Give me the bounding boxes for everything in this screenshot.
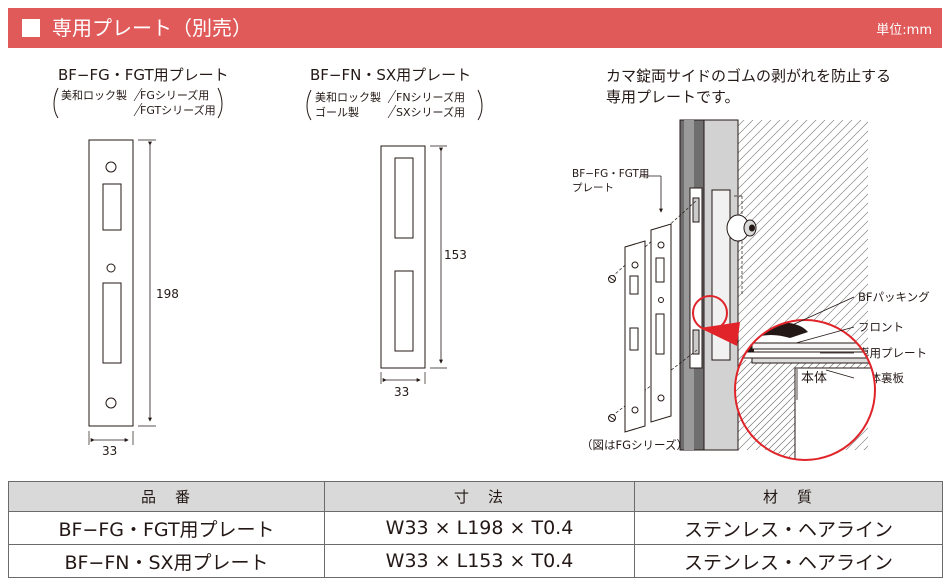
plate-label-line-1: BF−FG・FGT用 <box>572 168 650 180</box>
product-2-series-2: SXシリーズ用 <box>396 106 465 119</box>
product-1-plate-drawing <box>88 139 156 445</box>
callout-bf-packing: BFパッキング <box>858 290 930 304</box>
product-2-spec-brackets <box>306 89 483 121</box>
header-part-number: 品 番 <box>8 481 325 512</box>
header-dimensions: 寸 法 <box>324 481 635 512</box>
product-1-height-label: 198 <box>156 287 179 301</box>
section-header: 専用プレート（別売） 単位:mm <box>8 8 942 48</box>
plate-label-line-2: プレート <box>572 182 614 194</box>
product-2-series-1: FNシリーズ用 <box>396 91 466 104</box>
product-2-width-label: 33 <box>394 385 410 399</box>
product-2-height-label: 153 <box>444 248 467 262</box>
table-row: BF−FN・SX用プレート W33 × L153 × T0.4 ステンレス・ヘア… <box>8 544 943 578</box>
latch-knob-icon <box>726 214 757 242</box>
product-2-material-2: ゴール製 <box>315 106 359 119</box>
technical-drawings <box>53 87 876 461</box>
plate-label-leader <box>640 175 663 213</box>
product-1-material: 美和ロック製 <box>61 89 127 102</box>
product-1-width-label: 33 <box>102 444 118 458</box>
detail-highlight <box>692 295 740 346</box>
product-2-material-1: 美和ロック製 <box>315 91 381 104</box>
product-2-plate-drawing <box>380 145 447 384</box>
callout-front: フロント <box>858 320 904 334</box>
spec-table: 品 番 寸 法 材 質 BF−FG・FGT用プレート W33 × L198 × … <box>8 481 943 578</box>
product-1-spec-brackets <box>53 87 223 119</box>
cell-part-number: BF−FN・SX用プレート <box>8 544 325 578</box>
table-header-row: 品 番 寸 法 材 質 <box>8 481 943 512</box>
description-line-2: 専用プレートです。 <box>606 88 740 106</box>
unit-label: 単位:mm <box>876 23 932 38</box>
screw-icons <box>608 275 616 422</box>
product-1-title: BF−FG・FGT用プレート <box>58 66 229 84</box>
cell-dimensions: W33 × L153 × T0.4 <box>324 544 635 578</box>
illustration-caption: （図はFGシリーズ） <box>581 438 688 452</box>
cell-part-number: BF−FG・FGT用プレート <box>8 511 325 545</box>
product-2-title: BF−FN・SX用プレート <box>310 66 472 84</box>
product-1-series-2: FGTシリーズ用 <box>140 104 216 117</box>
description-line-1: カマ錠両サイドのゴムの剥がれを防止する <box>606 67 892 85</box>
callout-plate: 専用プレート <box>858 346 927 360</box>
callout-leaders <box>789 296 855 379</box>
cell-material: ステンレス・ヘアライン <box>634 544 943 578</box>
product-1-series-1: FGシリーズ用 <box>140 89 210 102</box>
cell-dimensions: W33 × L198 × T0.4 <box>324 511 635 545</box>
square-bullet-icon <box>22 19 40 37</box>
body-label: 本体 <box>801 371 828 386</box>
section-title: 専用プレート（別売） <box>52 16 252 40</box>
cell-material: ステンレス・ヘアライン <box>634 511 943 545</box>
header-material: 材 質 <box>634 481 943 512</box>
table-row: BF−FG・FGT用プレート W33 × L198 × T0.4 ステンレス・ヘ… <box>8 511 943 545</box>
exploded-plates <box>624 223 672 433</box>
